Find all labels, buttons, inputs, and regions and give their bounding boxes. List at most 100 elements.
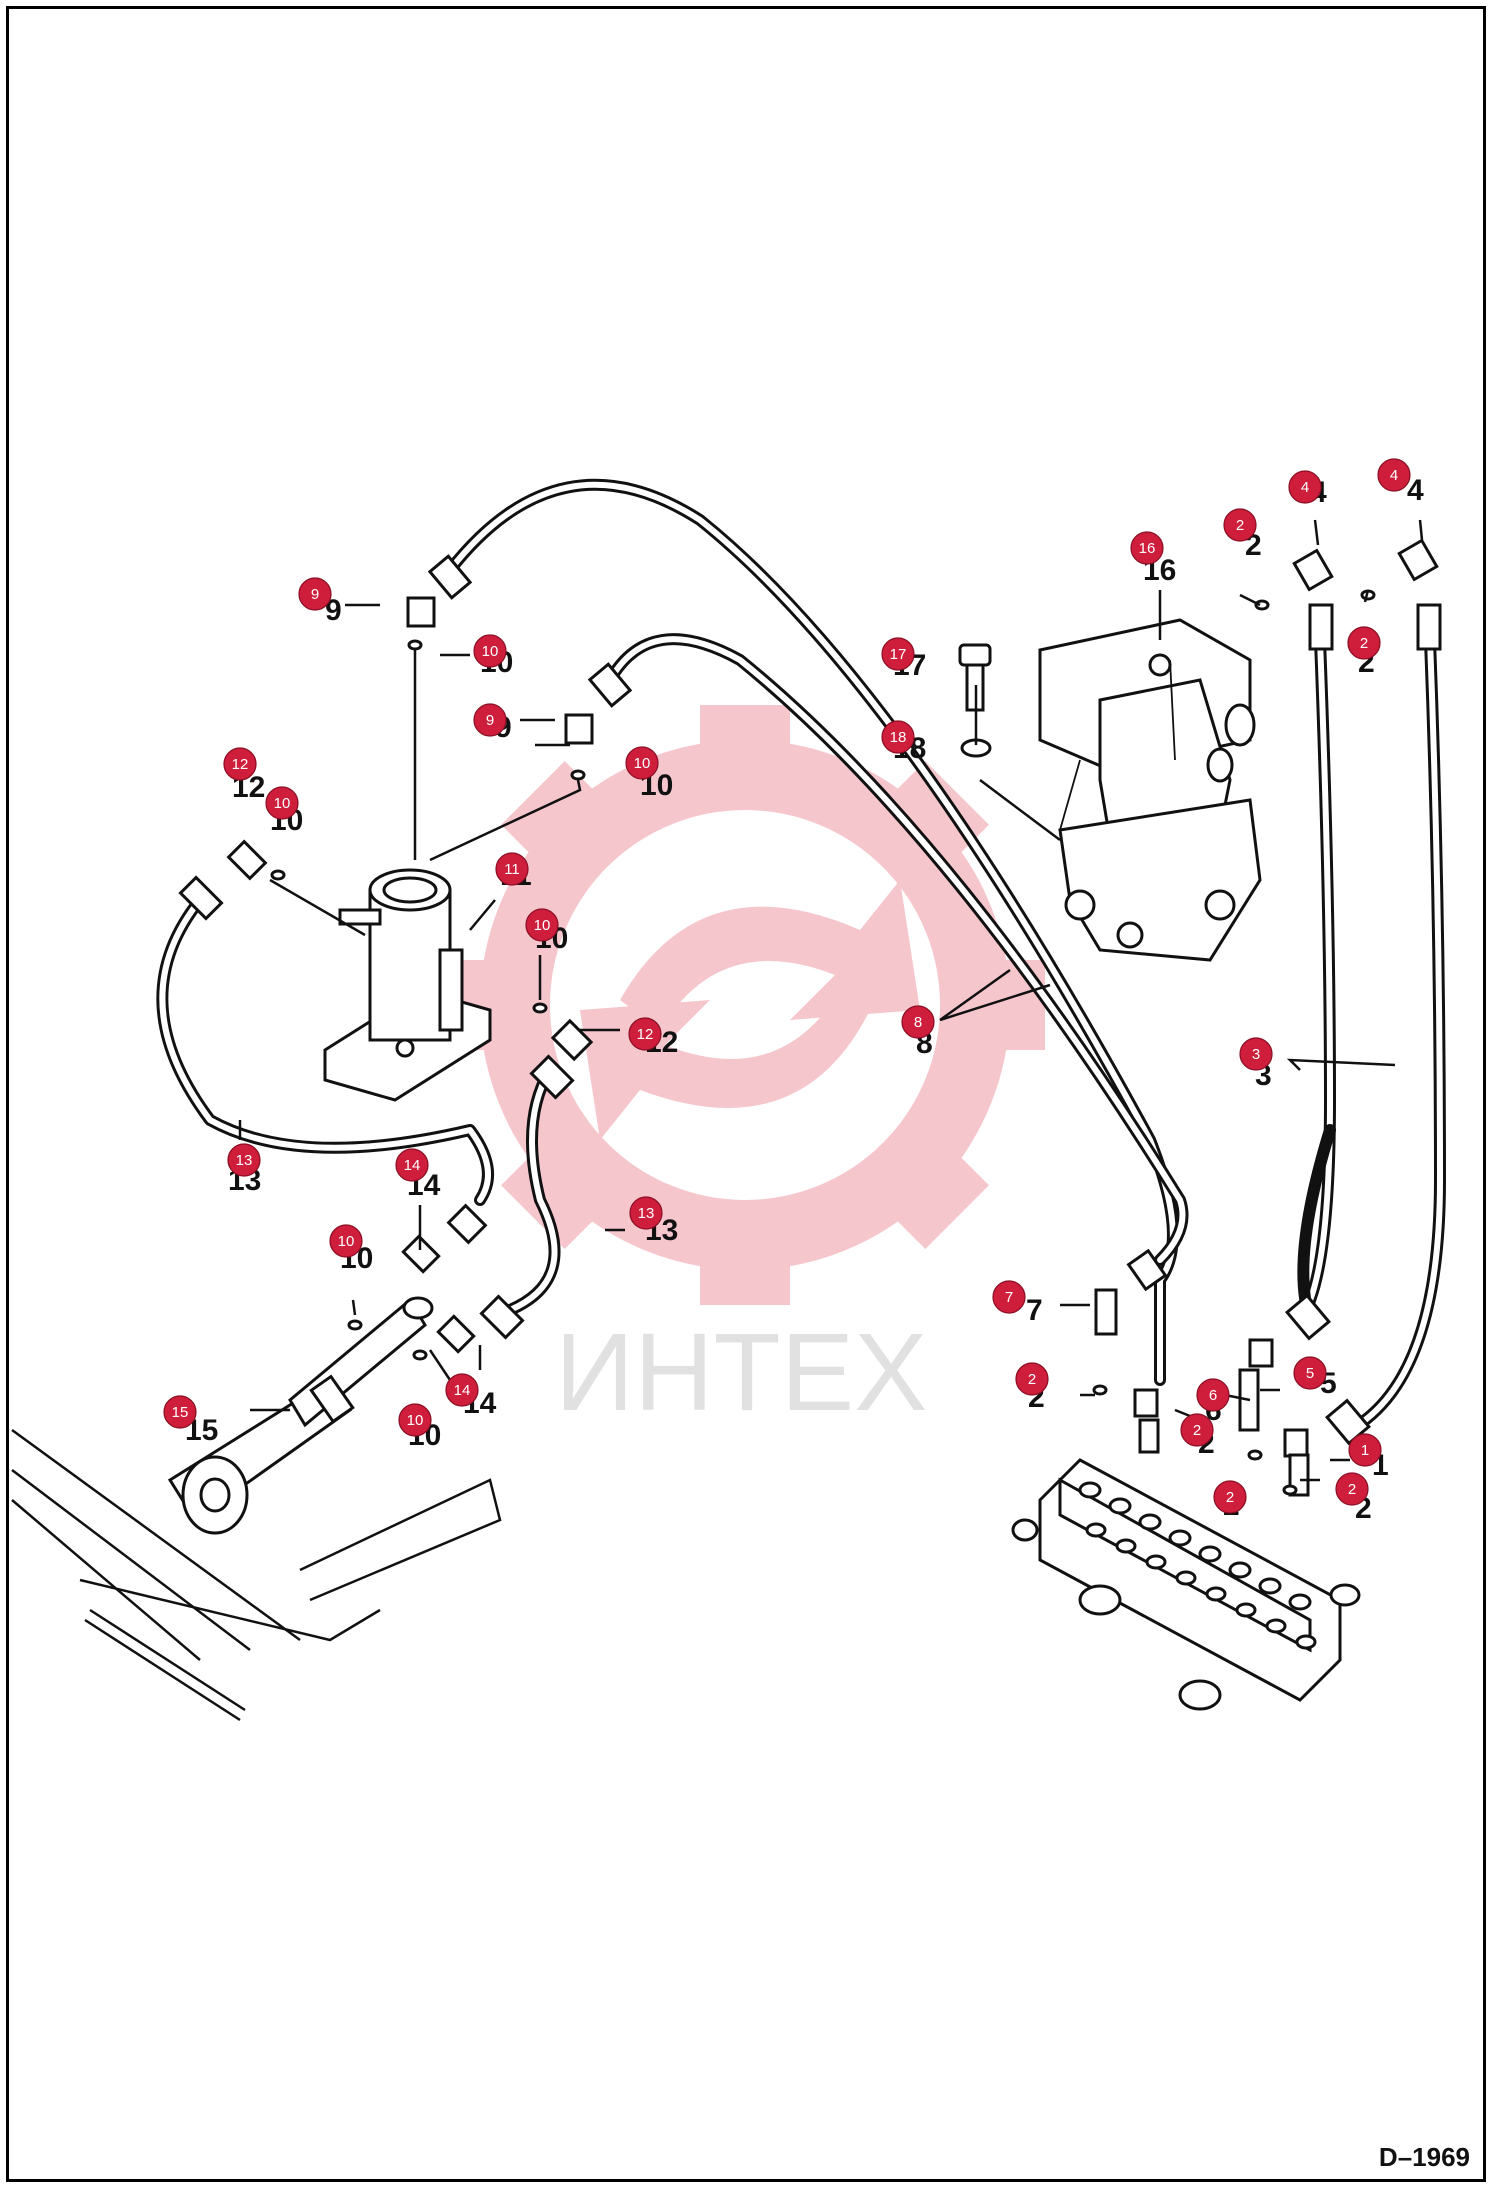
swivel-block: [323, 868, 492, 1102]
svg-text:18: 18: [890, 729, 907, 746]
svg-text:10: 10: [274, 795, 291, 812]
svg-text:1: 1: [1361, 1442, 1369, 1459]
watermark-text: ИНТЕХ: [555, 1311, 927, 1434]
svg-text:13: 13: [236, 1152, 253, 1169]
callout: 4: [1288, 470, 1322, 504]
svg-text:10: 10: [407, 1412, 424, 1429]
callout: 10: [329, 1224, 363, 1258]
watermark-gear-tooth: [700, 705, 790, 795]
callout: 10: [265, 786, 299, 820]
svg-text:4: 4: [1301, 479, 1309, 496]
callout: 6: [1196, 1378, 1230, 1412]
valve-port: [1235, 1602, 1257, 1618]
watermark-gear-tooth: [501, 761, 629, 889]
callout: 10: [473, 634, 507, 668]
callout: 3: [1239, 1037, 1273, 1071]
callouts: 1 2 2 2 2 2 2 3 4 4 5 6 7 8 9 9 10 10 10…: [163, 458, 1411, 1514]
motor-assembly: [1038, 618, 1262, 962]
callout: 5: [1293, 1356, 1327, 1390]
svg-text:17: 17: [890, 646, 907, 663]
part-number: 4: [1407, 474, 1424, 507]
callout: 15: [163, 1395, 197, 1429]
svg-text:7: 7: [1005, 1289, 1013, 1306]
callout: 2: [1223, 508, 1257, 542]
watermark-gear-icon: [445, 705, 1045, 1305]
svg-text:2: 2: [1348, 1481, 1356, 1498]
svg-text:3: 3: [1252, 1046, 1260, 1063]
callout: 10: [625, 746, 659, 780]
svg-text:10: 10: [534, 917, 551, 934]
callout: 1: [1348, 1433, 1382, 1467]
svg-text:10: 10: [634, 755, 651, 772]
valve-port: [1115, 1538, 1137, 1554]
valve-port: [1138, 1513, 1162, 1531]
drawing-number: D–1969: [1379, 2142, 1470, 2172]
callout: 4: [1377, 458, 1411, 492]
callout: 2: [1347, 626, 1381, 660]
svg-text:12: 12: [232, 756, 249, 773]
valve-port: [1295, 1634, 1317, 1650]
svg-text:14: 14: [454, 1382, 471, 1399]
callout: 2: [1335, 1472, 1369, 1506]
valve-port: [1288, 1593, 1312, 1611]
watermark-gear-tooth: [861, 1121, 989, 1249]
svg-text:2: 2: [1226, 1489, 1234, 1506]
watermark-gear-tooth: [700, 1215, 790, 1305]
valve-port: [1175, 1570, 1197, 1586]
valve-port: [1168, 1529, 1192, 1547]
valve-port: [1085, 1522, 1107, 1538]
svg-text:9: 9: [311, 586, 319, 603]
callout: 11: [495, 852, 529, 886]
callout: 8: [901, 1005, 935, 1039]
svg-text:13: 13: [638, 1205, 655, 1222]
leader-lines: [238, 519, 1424, 1482]
callout: 2: [1213, 1480, 1247, 1514]
callout: 13: [227, 1143, 261, 1177]
callout: 9: [298, 577, 332, 611]
callout: 10: [525, 908, 559, 942]
svg-text:16: 16: [1139, 540, 1156, 557]
svg-text:11: 11: [504, 861, 520, 878]
watermark-gear-tooth: [955, 960, 1045, 1050]
svg-text:9: 9: [486, 712, 494, 729]
svg-text:2: 2: [1236, 517, 1244, 534]
svg-text:15: 15: [172, 1404, 189, 1421]
svg-text:10: 10: [482, 643, 499, 660]
callout: 16: [1130, 531, 1164, 565]
svg-text:4: 4: [1390, 467, 1398, 484]
callout: 14: [445, 1373, 479, 1407]
valve-port: [1265, 1618, 1287, 1634]
svg-text:10: 10: [338, 1233, 355, 1250]
valve-port: [1205, 1586, 1227, 1602]
valve-port: [1078, 1481, 1102, 1499]
svg-text:14: 14: [404, 1157, 421, 1174]
valve-port: [1108, 1497, 1132, 1515]
valve-port: [1258, 1577, 1282, 1595]
watermark-gear-tooth: [861, 761, 989, 889]
callout: 13: [629, 1196, 663, 1230]
valve-port: [1198, 1545, 1222, 1563]
boom-structure: [11, 1296, 502, 1722]
drawing-frame: [6, 6, 1486, 2182]
valve-port: [1228, 1561, 1252, 1579]
control-valve-bank: [1011, 1458, 1361, 1711]
svg-text:5: 5: [1306, 1365, 1314, 1382]
valve-port: [1145, 1554, 1167, 1570]
svg-text:8: 8: [914, 1014, 922, 1031]
callout: 2: [1015, 1362, 1049, 1396]
svg-text:2: 2: [1028, 1371, 1036, 1388]
callout: 2: [1180, 1413, 1214, 1447]
callout: 10: [398, 1403, 432, 1437]
watermark: ИНТЕХ: [445, 705, 1045, 1434]
svg-text:2: 2: [1193, 1422, 1201, 1439]
callout: 17: [881, 637, 915, 671]
callout: 7: [992, 1280, 1026, 1314]
callout: 14: [395, 1148, 429, 1182]
callout: 12: [223, 747, 257, 781]
callout: 12: [628, 1017, 662, 1051]
fittings: [178, 538, 1442, 1497]
callout: 18: [881, 720, 915, 754]
svg-text:12: 12: [637, 1026, 654, 1043]
svg-text:2: 2: [1360, 635, 1368, 652]
